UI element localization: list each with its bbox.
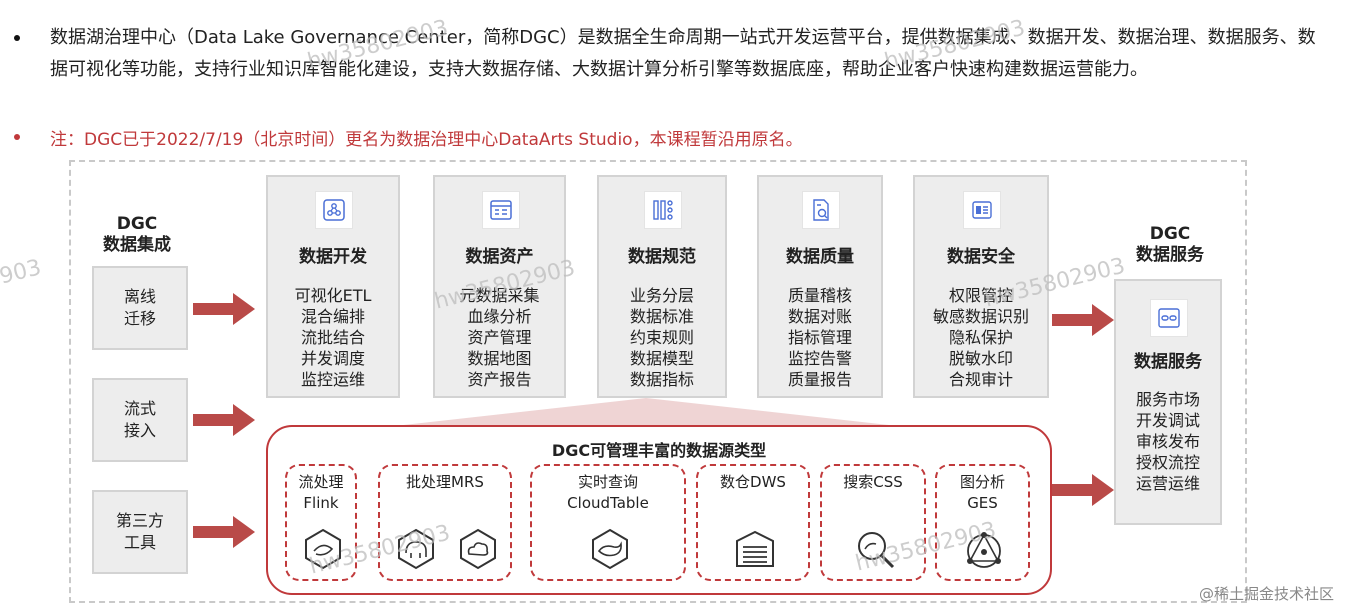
integration-box-streaming: 流式 接入 — [92, 378, 188, 462]
intro-bullet — [14, 35, 20, 41]
source-dws: 数仓DWS — [696, 464, 810, 581]
cloudtable-whale-icon — [592, 528, 628, 570]
source-mrs: 批处理MRS — [378, 464, 512, 581]
module-title: 数据开发 — [299, 247, 367, 267]
module-title: 数据安全 — [947, 247, 1015, 267]
data-source-types-panel: DGC可管理丰富的数据源类型 流处理 Flink 批处理MRS 实时查询 Clo… — [266, 425, 1052, 595]
source-cloudtable: 实时查询 CloudTable — [530, 464, 686, 581]
arrow-right-icon — [193, 404, 255, 436]
rename-note: 注：DGC已于2022/7/19（北京时间）更名为数据治理中心DataArts … — [50, 130, 803, 150]
module-data-quality: 数据质量 质量稽核数据对账指标管理监控告警质量报告 — [757, 175, 883, 398]
sources-title: DGC可管理丰富的数据源类型 — [551, 441, 767, 460]
note-bullet — [14, 134, 20, 140]
arrow-right-icon — [193, 516, 255, 548]
module-data-security: 数据安全 权限管控敏感数据识别隐私保护脱敏水印合规审计 — [913, 175, 1049, 398]
ges-graph-icon — [967, 532, 1001, 568]
mrs-elephant-icon — [398, 528, 434, 570]
arrow-right-icon — [1052, 474, 1114, 506]
source-css: 搜索CSS — [820, 464, 926, 581]
integration-title: DGC 数据集成 — [103, 214, 171, 255]
arrow-right-icon — [1052, 304, 1114, 336]
arrow-right-icon — [193, 293, 255, 325]
module-feature-list: 服务市场开发调试审核发布授权流控运营运维 — [1135, 390, 1200, 493]
workflow-icon — [315, 191, 353, 229]
arrow-up-icon — [376, 398, 916, 428]
module-data-service: 数据服务 服务市场开发调试审核发布授权流控运营运维 — [1114, 279, 1222, 525]
module-feature-list: 质量稽核数据对账指标管理监控告警质量报告 — [787, 286, 852, 389]
api-link-icon — [1150, 299, 1188, 337]
module-feature-list: 业务分层数据标准约束规则数据模型数据指标 — [629, 286, 694, 389]
module-title: 数据服务 — [1134, 352, 1202, 372]
source-flink: 流处理 Flink — [285, 464, 357, 581]
source-ges: 图分析 GES — [935, 464, 1030, 581]
security-icon — [963, 191, 1001, 229]
quality-check-icon — [802, 191, 840, 229]
module-data-standards: 数据规范 业务分层数据标准约束规则数据模型数据指标 — [597, 175, 727, 398]
hierarchy-icon — [644, 191, 682, 229]
css-search-icon — [858, 532, 895, 569]
module-title: 数据规范 — [628, 247, 696, 267]
asset-catalog-icon — [481, 191, 520, 229]
flink-icon — [305, 528, 341, 570]
watermark: 903 — [0, 255, 44, 290]
intro-paragraph: 数据湖治理中心（Data Lake Governance Center，简称DG… — [50, 27, 1316, 80]
module-data-assets: 数据资产 元数据采集血缘分析资产管理数据地图资产报告 — [433, 175, 566, 398]
mrs-cloud-icon — [460, 528, 496, 570]
dws-warehouse-icon — [736, 530, 774, 567]
module-feature-list: 权限管控敏感数据识别隐私保护脱敏水印合规审计 — [932, 286, 1029, 389]
service-title: DGC 数据服务 — [1136, 224, 1204, 265]
module-title: 数据质量 — [786, 247, 854, 267]
module-feature-list: 元数据采集血缘分析资产管理数据地图资产报告 — [459, 286, 540, 389]
site-credit: @稀土掘金技术社区 — [1198, 585, 1334, 603]
integration-box-thirdparty: 第三方 工具 — [92, 490, 188, 574]
integration-box-offline: 离线 迁移 — [92, 266, 188, 350]
module-title: 数据资产 — [465, 247, 534, 267]
dgc-architecture-frame — [69, 160, 1247, 603]
